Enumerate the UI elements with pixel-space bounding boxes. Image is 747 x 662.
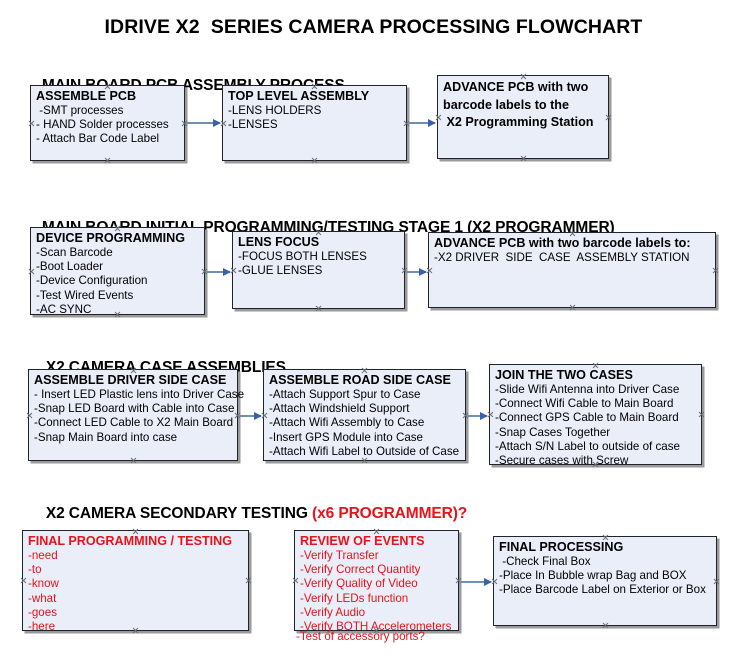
page-title: IDRIVE X2 SERIES CAMERA PROCESSING FLOWC…: [104, 16, 643, 38]
connection-handle-right[interactable]: [713, 578, 720, 585]
box-line: -Check Final Box: [499, 555, 591, 568]
box-top-level-assembly[interactable]: TOP LEVEL ASSEMBLY -LENS HOLDERS -LENSES: [222, 85, 407, 161]
connection-handle-left[interactable]: [26, 412, 33, 419]
box-line: -to: [28, 563, 42, 577]
box-line: -GLUE LENSES: [238, 264, 323, 278]
box-line: -SMT processes: [36, 104, 124, 117]
connection-handle-left[interactable]: [292, 577, 299, 584]
box-line: -Attach Support Spur to Case: [269, 388, 421, 401]
connection-handle-right[interactable]: [698, 411, 705, 418]
box-final-processing[interactable]: FINAL PROCESSING -Check Final Box -Place…: [493, 536, 717, 626]
box-line: -here: [28, 620, 56, 634]
box-title: ASSEMBLE ROAD SIDE CASE: [269, 373, 451, 387]
box-assemble-driver-side-case[interactable]: ASSEMBLE DRIVER SIDE CASE - Insert LED P…: [26, 369, 245, 464]
box-line: -Snap Main Board into case: [34, 430, 178, 444]
box-assemble-pcb[interactable]: ASSEMBLE PCB -SMT processes - HAND Solde…: [30, 85, 185, 161]
box-title: ADVANCE PCB with two barcode labels to t…: [443, 80, 594, 129]
connection-handle-bottom[interactable]: [130, 457, 137, 464]
connection-handle-right[interactable]: [605, 114, 612, 121]
connection-handle-bottom[interactable]: [602, 622, 609, 629]
box-line: -Insert GPS Module into Case: [269, 430, 424, 444]
box-line: -Verify LEDs function: [300, 591, 409, 605]
box-title: ASSEMBLE PCB: [36, 89, 137, 103]
section-heading-x2-camera-secondary-testing: X2 CAMERA SECONDARY TESTING (x6 PROGRAMM…: [29, 487, 467, 541]
box-assemble-road-side-case[interactable]: ASSEMBLE ROAD SIDE CASE -Attach Support …: [263, 369, 466, 461]
box-line: -X2 DRIVER SIDE CASE ASSEMBLY STATION: [434, 251, 690, 264]
box-title: DEVICE PROGRAMMING: [36, 231, 186, 245]
box-advance-pcb-to-driver-side-case[interactable]: ADVANCE PCB with two barcode labels to: …: [428, 232, 716, 308]
box-line: -goes: [28, 605, 58, 619]
box-title: JOIN THE TWO CASES: [495, 368, 633, 382]
connection-handle-bottom[interactable]: [311, 157, 318, 164]
box-line: -Scan Barcode: [36, 246, 113, 259]
box-line: -Slide Wifi Antenna into Driver Case: [495, 383, 680, 396]
box-line: -Secure cases with Screw: [495, 454, 629, 468]
box-line: -Connect LED Cable to X2 Main Board: [34, 416, 234, 430]
connection-handle-left[interactable]: [20, 577, 27, 584]
box-title: LENS FOCUS: [238, 235, 320, 249]
box-line: -Verify Quality of Video: [300, 577, 418, 591]
box-line: -Verify BOTH Accelerometers: [300, 620, 452, 634]
box-line: -need: [28, 549, 58, 562]
connector-lens-focus-to-advance-pcb: [406, 268, 427, 275]
box-title: REVIEW OF EVENTS: [300, 534, 425, 548]
box-advance-pcb-to-programming-station[interactable]: ADVANCE PCB with two barcode labels to t…: [437, 75, 609, 159]
connector-assemble-pcb-to-top-level: [186, 119, 221, 126]
box-title: FINAL PROCESSING: [499, 540, 624, 554]
box-line: -Verify Correct Quantity: [300, 563, 421, 577]
box-line: -what: [28, 591, 57, 605]
box-line: - HAND Solder processes: [36, 118, 169, 132]
box-line: -Connect Wifi Cable to Main Board: [495, 397, 674, 411]
box-line: -Place Barcode Label on Exterior or Box: [499, 583, 706, 597]
box-line: -know: [28, 577, 59, 591]
box-title: TOP LEVEL ASSEMBLY: [228, 89, 370, 103]
box-device-programming[interactable]: DEVICE PROGRAMMING -Scan Barcode -Boot L…: [28, 227, 205, 316]
box-line: - Attach Bar Code Label: [36, 132, 160, 146]
connector-road-side-to-join-cases: [467, 412, 488, 419]
box-line: -Attach Wifi Label to Outside of Case: [269, 444, 460, 458]
box-line: -AC SYNC: [36, 302, 92, 316]
box-line: -Verify Transfer: [300, 549, 379, 562]
connection-handle-left[interactable]: [28, 120, 35, 127]
box-line: -Device Configuration: [36, 274, 148, 288]
box-line: -FOCUS BOTH LENSES: [238, 250, 367, 263]
box-line: -Verify Audio: [300, 605, 366, 619]
connection-handle-bottom[interactable]: [315, 305, 322, 312]
box-line: -Snap LED Board with Cable into Case: [34, 402, 235, 416]
section-heading-accent: (x6 PROGRAMMER)?: [312, 505, 468, 522]
connector-driver-side-to-road-side: [239, 412, 262, 419]
box-title: ADVANCE PCB with two barcode labels to:: [434, 236, 691, 250]
box-line: -Place In Bubble wrap Bag and BOX: [499, 569, 687, 583]
connection-handle-right[interactable]: [712, 267, 719, 274]
connector-top-level-to-advance-pcb: [408, 119, 436, 126]
connection-handle-bottom[interactable]: [569, 304, 576, 311]
box-overflow-line-review-of-events: -Test of accessory ports?: [296, 630, 425, 643]
box-final-programming-testing[interactable]: FINAL PROGRAMMING / TESTING -need -to -k…: [20, 530, 252, 634]
box-line: -Boot Loader: [36, 260, 104, 274]
connection-handle-right[interactable]: [245, 577, 252, 584]
box-review-of-events[interactable]: REVIEW OF EVENTS -Verify Transfer -Verif…: [292, 530, 459, 634]
box-line: -Snap Cases Together: [495, 425, 611, 439]
box-title: ASSEMBLE DRIVER SIDE CASE: [34, 373, 227, 387]
connector-device-programming-to-lens-focus: [206, 268, 231, 275]
box-line: -Test Wired Events: [36, 288, 134, 302]
box-line: -Connect GPS Cable to Main Board: [495, 411, 679, 425]
connection-handle-left[interactable]: [28, 268, 35, 275]
box-line: -LENS HOLDERS: [228, 104, 322, 117]
box-line: -LENSES: [228, 118, 278, 132]
box-line: -Attach Wifi Assembly to Case: [269, 416, 425, 430]
box-title: FINAL PROGRAMMING / TESTING: [28, 534, 233, 548]
box-line: -Attach S/N Label to outside of case: [495, 439, 680, 453]
section-heading-text: X2 CAMERA SECONDARY TESTING: [45, 505, 313, 522]
connection-handle-bottom[interactable]: [520, 155, 527, 162]
box-lens-focus[interactable]: LENS FOCUS -FOCUS BOTH LENSES -GLUE LENS…: [232, 231, 405, 309]
box-line: - Insert LED Plastic lens into Driver Ca…: [34, 388, 245, 401]
box-join-the-two-cases[interactable]: JOIN THE TWO CASES -Slide Wifi Antenna i…: [489, 364, 705, 468]
connector-review-of-events-to-final-processing: [460, 578, 492, 585]
box-line: -Attach Windshield Support: [269, 402, 410, 416]
connection-handle-bottom[interactable]: [104, 157, 111, 164]
